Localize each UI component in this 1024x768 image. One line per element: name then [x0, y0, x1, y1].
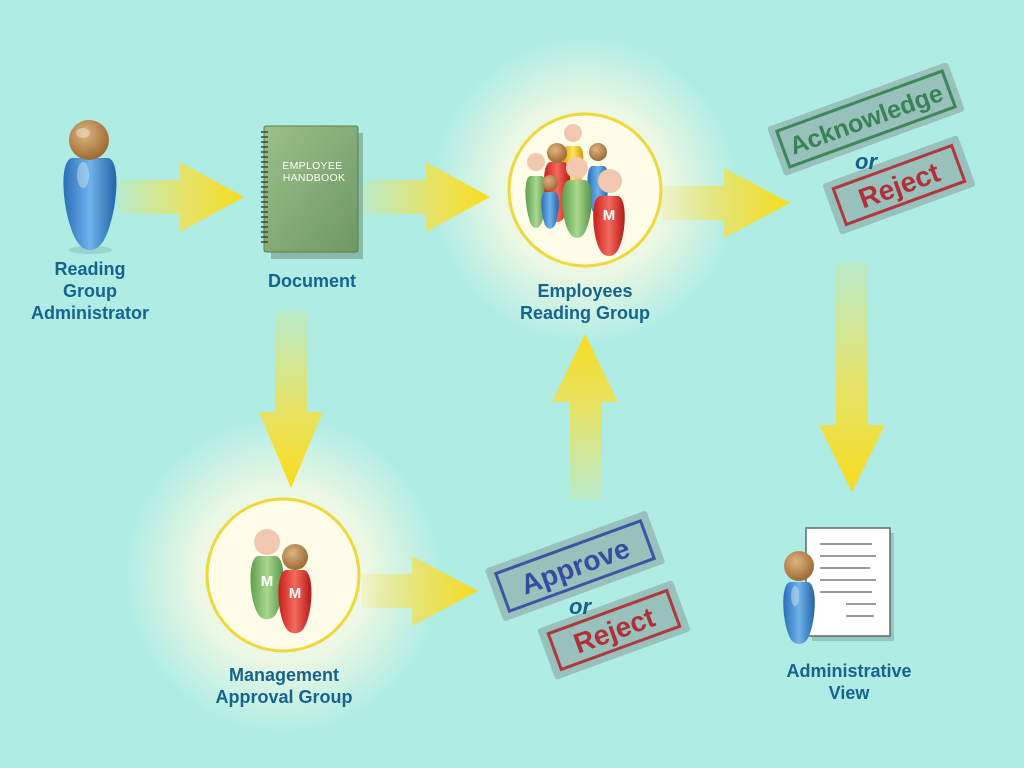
- label-employees-reading-group: Employees Reading Group: [520, 281, 650, 323]
- label-reading-group-administrator: Reading Group Administrator: [30, 259, 149, 323]
- arrow-document-to-management: [259, 310, 323, 488]
- approve-stamp: Approve: [485, 511, 665, 621]
- book-title: EMPLOYEE HANDBOOK: [282, 160, 345, 184]
- label-administrative-view: Administrative View: [786, 661, 912, 703]
- employee-handbook-icon: EMPLOYEE HANDBOOK: [261, 125, 363, 259]
- manager-badge-left: M: [261, 573, 274, 590]
- manager-badge-right: M: [289, 585, 302, 602]
- arrow-approve-to-employees: [552, 334, 618, 500]
- arrow-management-to-approve: [362, 556, 478, 626]
- reject-stamp-top: Reject: [822, 135, 976, 235]
- management-group-icon: M M: [205, 497, 361, 653]
- or-label-bottom: or: [569, 594, 592, 619]
- employees-group-icon: M: [507, 112, 663, 268]
- admin-person-icon: [63, 120, 117, 254]
- arrow-document-to-employees: [362, 162, 490, 232]
- label-document: Document: [267, 271, 356, 291]
- or-label-top: or: [855, 149, 878, 174]
- label-management-approval-group: Management Approval Group: [215, 665, 353, 707]
- arrow-admin-to-document: [118, 162, 244, 232]
- arrow-employees-to-acknowledge: [662, 168, 790, 238]
- arrow-reject-to-admin-view: [819, 262, 885, 492]
- administrative-view-icon: [783, 527, 894, 644]
- spiral-binding: [261, 131, 268, 243]
- manager-badge: M: [603, 207, 616, 224]
